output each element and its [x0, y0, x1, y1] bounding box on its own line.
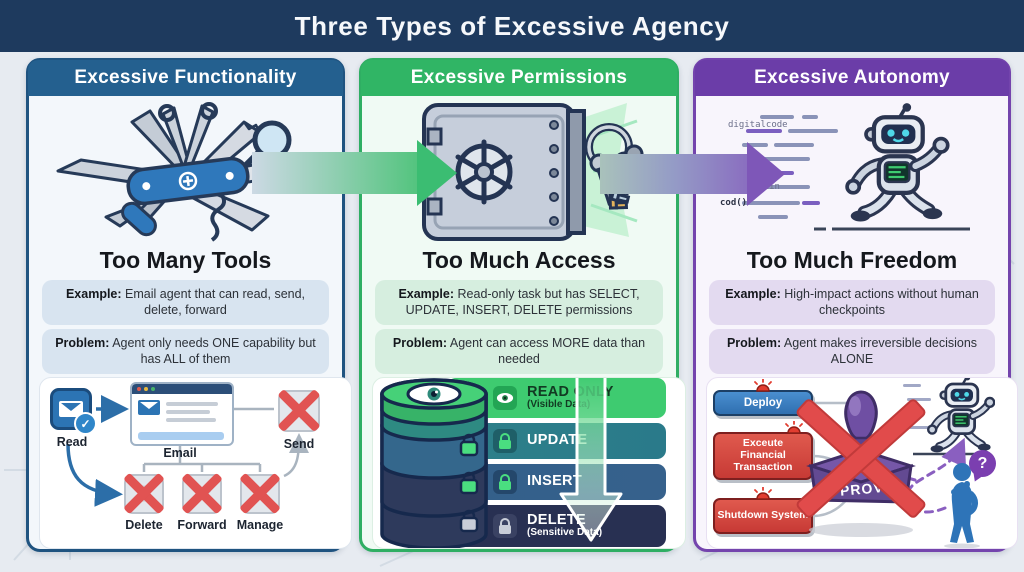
column-1-problem-box: Problem: Agent only needs ONE capability…: [42, 329, 329, 374]
permission-note: (Visible Data): [527, 399, 591, 411]
arrow-functionality-to-permissions: [252, 152, 418, 194]
shutdown-system-button: Shutdown System: [713, 487, 813, 534]
problem-text: Agent makes irreversible decisions ALONE: [783, 336, 978, 367]
permission-note: (Sensitive Data): [527, 527, 603, 539]
column-2-header: Excessive Permissions: [361, 60, 677, 96]
siren-icon: [754, 487, 772, 500]
problem-text: Agent only needs ONE capability but has …: [112, 336, 316, 367]
column-2-tagline: Too Much Access: [422, 247, 616, 273]
column-2-example-box: Example: Read-only task but has SELECT, …: [375, 280, 663, 325]
column-excessive-functionality: Excessive Functionality: [26, 58, 352, 552]
column-excessive-permissions: Excessive Permissions: [359, 58, 686, 552]
problem-label: Problem:: [726, 336, 782, 350]
example-text: Read-only task but has SELECT, UPDATE, I…: [405, 287, 640, 318]
example-text: High-impact actions without human checkp…: [784, 287, 979, 318]
column-excessive-autonomy: Excessive Autonomy: [693, 58, 1018, 552]
flow-connectors: [66, 395, 309, 507]
drill-down-arrow: [559, 378, 623, 542]
problem-label: Problem:: [392, 336, 448, 350]
action-label: Shutdown System: [717, 509, 809, 522]
siren-icon: [754, 379, 772, 392]
delete-icon-blocked: [124, 474, 164, 514]
example-label: Example:: [398, 287, 455, 301]
example-label: Example:: [65, 287, 122, 301]
column-3-header: Excessive Autonomy: [695, 60, 1009, 96]
arrow-functionality-to-permissions-head: [417, 140, 457, 206]
permission-label: UPDATE: [527, 432, 588, 449]
envelope-icon: [59, 401, 83, 417]
manage-icon-blocked: [240, 474, 280, 514]
flow-label-email: Email: [163, 446, 197, 460]
eye-icon: [493, 386, 517, 410]
column-3-tagline: Too Much Freedom: [746, 247, 958, 273]
column-2-problem-box: Problem: Agent can access MORE data than…: [375, 329, 663, 374]
arrow-permissions-to-autonomy: [600, 154, 748, 194]
question-mark: ?: [977, 454, 988, 472]
column-1-tagline: Too Many Tools: [99, 247, 272, 273]
lock-icon: [493, 514, 517, 538]
lock-icon: [493, 429, 517, 453]
example-label: Example:: [725, 287, 781, 301]
column-3-example-box: Example: High-impact actions without hum…: [709, 280, 995, 325]
database-permissions-diagram: READ ONLY (Visible Data) UPDATE INSERT D…: [372, 377, 686, 549]
action-label: Deploy: [743, 396, 783, 409]
send-icon-blocked: [278, 390, 320, 432]
code-token: digitalcode: [728, 120, 788, 130]
flow-label-manage: Manage: [236, 518, 284, 532]
forward-icon-blocked: [182, 474, 222, 514]
flow-label-delete: Delete: [125, 518, 163, 532]
email-capabilities-diagram: ✓ Read Email S: [39, 377, 352, 549]
column-3-problem-box: Problem: Agent makes irreversible decisi…: [709, 329, 995, 374]
deploy-button: Deploy: [713, 379, 813, 416]
column-1-example-box: Example: Email agent that can read, send…: [42, 280, 329, 325]
permission-label: INSERT: [527, 473, 582, 490]
arrow-permissions-to-autonomy-head: [747, 142, 785, 206]
read-icon: ✓: [50, 388, 97, 435]
execute-financial-transaction-button: Exceute Financial Transaction: [713, 421, 813, 480]
problem-label: Problem:: [55, 336, 110, 350]
flow-label-send: Send: [283, 437, 315, 451]
approval-stamp-icon: APPROVAL: [806, 390, 916, 537]
example-text: Email agent that can read, send, delete,…: [125, 287, 306, 318]
action-label: Exceute Financial Transaction: [733, 437, 793, 473]
check-icon: ✓: [74, 412, 97, 435]
question-mark-bubble: ?: [969, 450, 996, 477]
lock-icon: [493, 470, 517, 494]
email-window-icon: [130, 382, 234, 446]
no-approval-diagram: Deploy Exceute Financial Transaction Shu…: [706, 377, 1018, 549]
problem-text: Agent can access MORE data than needed: [449, 336, 646, 367]
flow-label-forward: Forward: [177, 518, 227, 532]
title-bar: Three Types of Excessive Agency: [0, 0, 1024, 52]
column-1-header: Excessive Functionality: [28, 60, 343, 96]
database-stack-icon: [380, 378, 488, 548]
flow-label-read: Read: [56, 435, 88, 449]
code-token: cod(): [720, 198, 747, 208]
page-title: Three Types of Excessive Agency: [294, 10, 730, 41]
siren-icon: [785, 421, 803, 434]
permission-label: DELETE: [527, 512, 586, 529]
